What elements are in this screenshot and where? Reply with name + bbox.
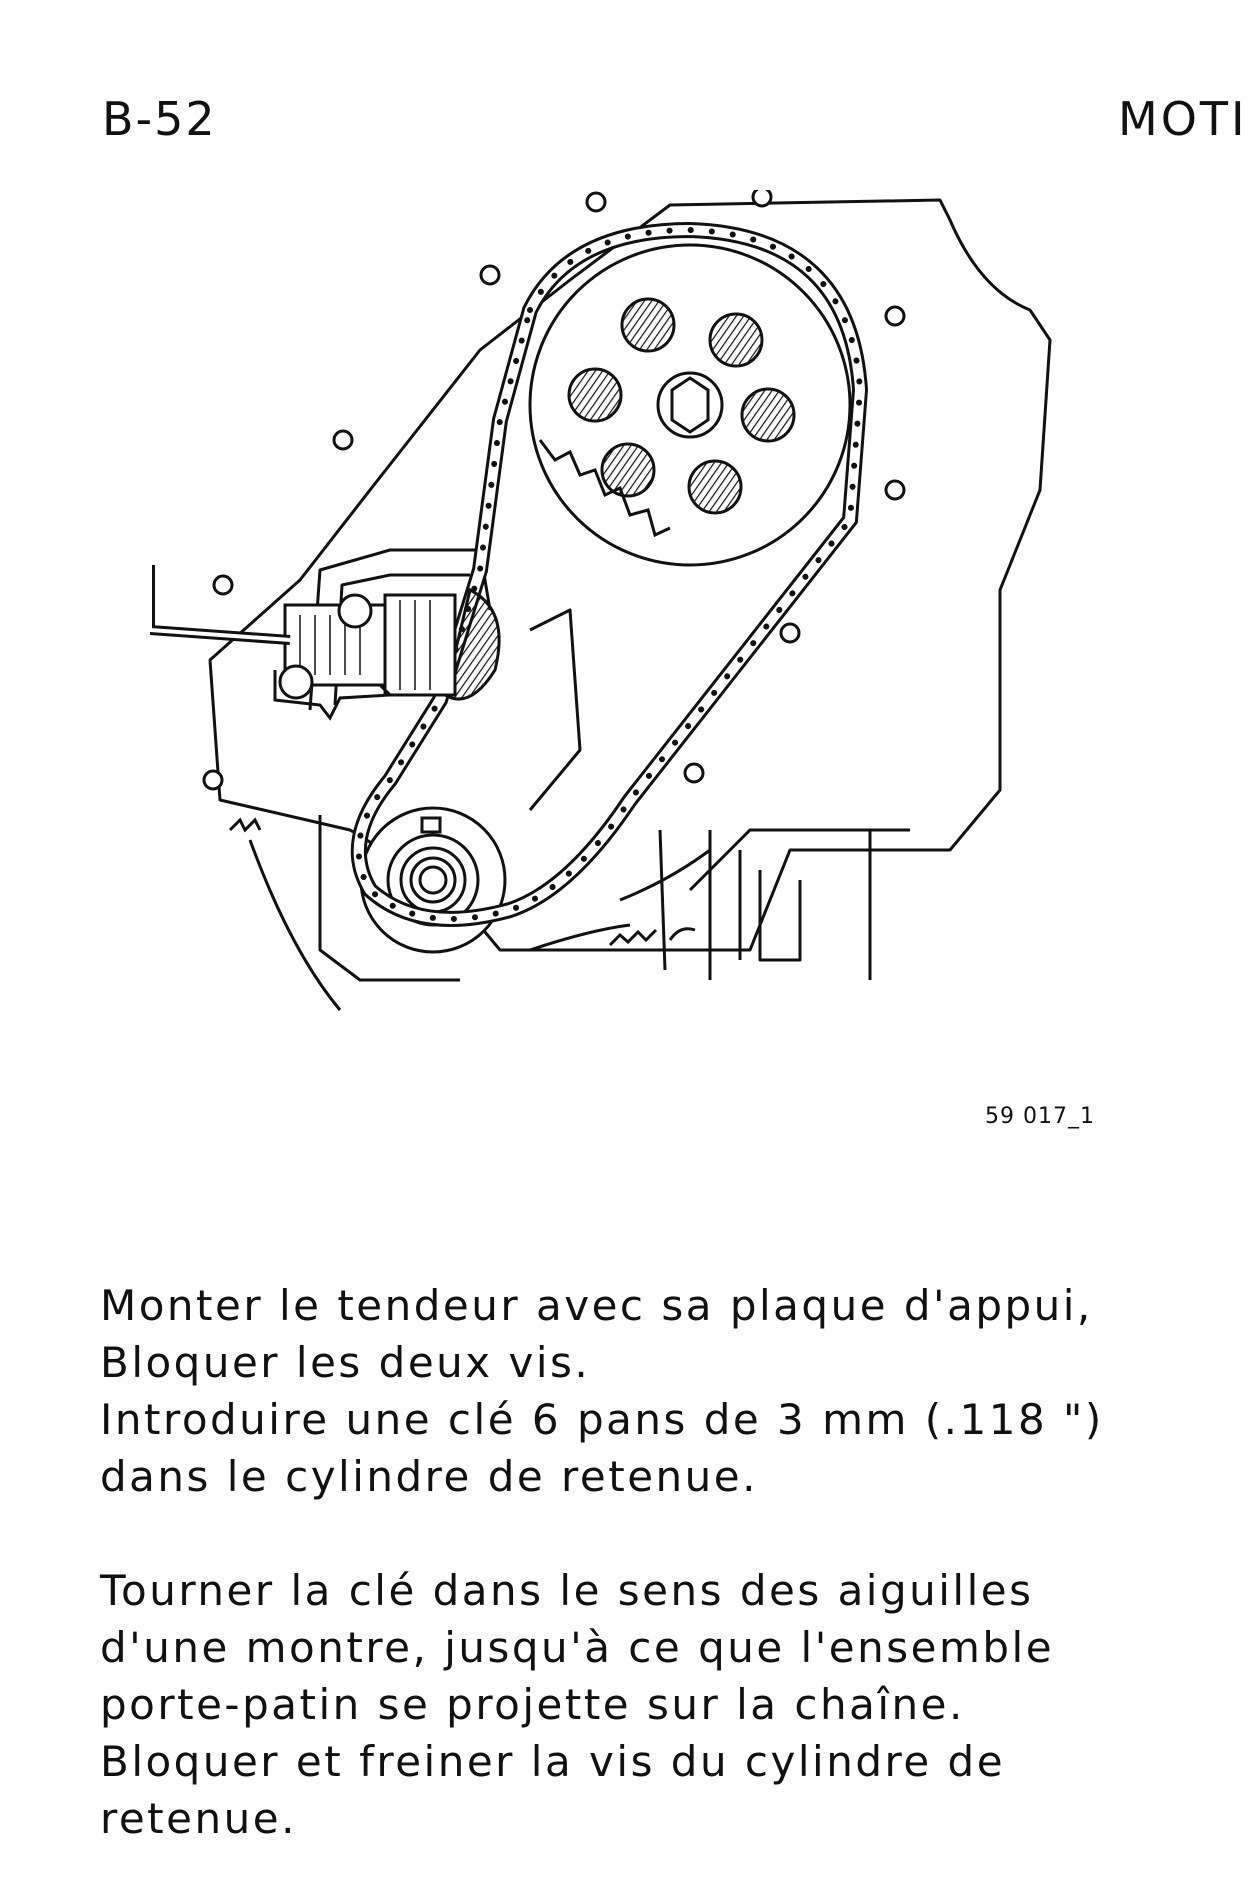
instruction-paragraph-2: Tourner la clé dans le sens des aiguille… xyxy=(100,1562,1200,1847)
cover-plate-outline xyxy=(208,198,1052,952)
sprocket-bolt xyxy=(740,387,796,443)
chain-tensioner xyxy=(273,587,501,721)
text-line: Bloquer les deux vis. xyxy=(100,1338,591,1387)
section-title: MOTI xyxy=(1118,92,1248,146)
bolt-hole xyxy=(332,429,354,451)
tensioner-bolt xyxy=(337,593,373,629)
text-line: Monter le tendeur avec sa plaque d'appui… xyxy=(100,1281,1093,1330)
sprocket-bolt xyxy=(708,312,764,368)
text-line: Introduire une clé 6 pans de 3 mm (.118 … xyxy=(100,1395,1104,1444)
bolt-hole xyxy=(683,762,705,784)
bolt-hole xyxy=(884,479,906,501)
sprocket-bolt xyxy=(620,297,676,353)
figure-reference: 59 017_1 xyxy=(985,1104,1095,1129)
timing-chain-illustration xyxy=(150,190,1130,1170)
text-line: porte-patin se projette sur la chaîne. xyxy=(100,1680,965,1729)
instruction-paragraph-1: Monter le tendeur avec sa plaque d'appui… xyxy=(100,1277,1200,1505)
page-number: B-52 xyxy=(102,92,217,146)
tensioner-bolt xyxy=(278,664,314,700)
text-line: Tourner la clé dans le sens des aiguille… xyxy=(100,1566,1034,1615)
bolt-hole xyxy=(202,769,224,791)
bolt-hole xyxy=(212,574,234,596)
bolt-hole xyxy=(479,264,501,286)
timing-chain xyxy=(350,221,869,927)
text-line: dans le cylindre de retenue. xyxy=(100,1452,758,1501)
text-line: d'une montre, jusqu'à ce que l'ensemble xyxy=(100,1623,1055,1672)
sprocket-bolt xyxy=(567,367,623,423)
bolt-hole xyxy=(884,305,906,327)
text-line: retenue. xyxy=(100,1794,297,1843)
bolt-hole xyxy=(585,191,607,213)
text-line: Bloquer et freiner la vis du cylindre de xyxy=(100,1737,1006,1786)
sprocket-bolt xyxy=(687,459,743,515)
camshaft-sprocket xyxy=(528,243,852,567)
crankshaft-sprocket xyxy=(359,806,507,954)
sprocket-bolt xyxy=(600,442,656,498)
bolt-hole xyxy=(779,622,801,644)
bolt-hole xyxy=(751,190,773,208)
